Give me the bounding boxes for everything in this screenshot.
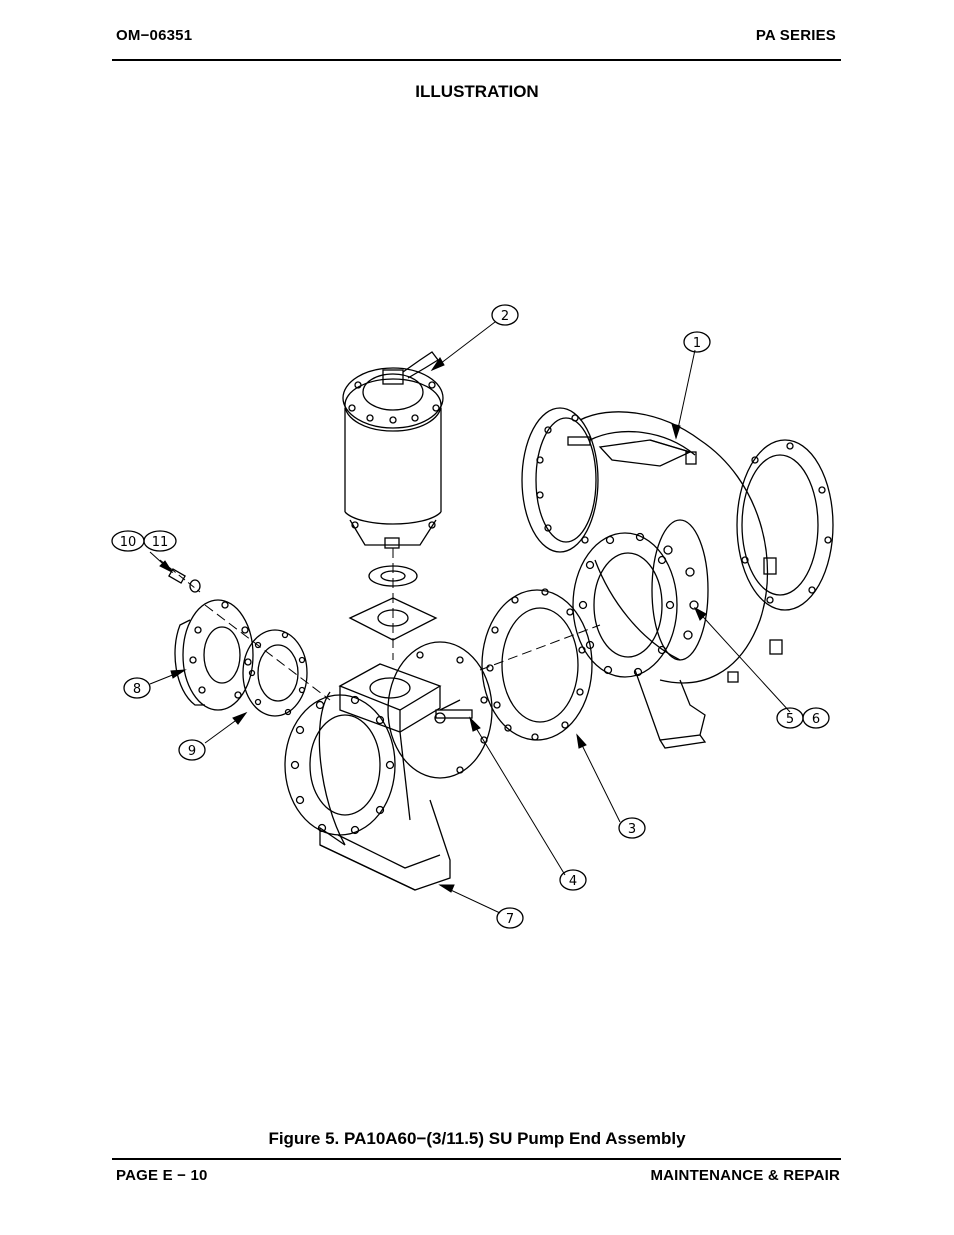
svg-text:2: 2 bbox=[501, 309, 509, 324]
suction-body bbox=[284, 641, 493, 891]
svg-text:1: 1 bbox=[693, 336, 701, 351]
callout-10: 10 bbox=[111, 530, 145, 552]
callout-1: 1 bbox=[683, 331, 711, 353]
callout-4: 4 bbox=[559, 869, 587, 891]
svg-text:3: 3 bbox=[628, 822, 636, 837]
svg-text:8: 8 bbox=[133, 682, 141, 697]
callout-11: 11 bbox=[143, 530, 177, 552]
header-rule bbox=[112, 59, 841, 61]
series-name: PA SERIES bbox=[755, 27, 836, 44]
suction-flange bbox=[174, 599, 254, 711]
section-title: ILLUSTRATION bbox=[415, 82, 539, 101]
callout-9: 9 bbox=[178, 739, 206, 761]
document-number: OM−06351 bbox=[116, 27, 193, 44]
suction-flange-gasket bbox=[242, 629, 308, 717]
flange-gasket bbox=[481, 588, 593, 741]
callout-5: 5 bbox=[776, 707, 804, 729]
pipe-plug-fittings bbox=[168, 568, 201, 593]
priming-chamber bbox=[342, 351, 444, 549]
svg-text:6: 6 bbox=[812, 712, 820, 727]
svg-text:4: 4 bbox=[569, 874, 577, 889]
svg-text:10: 10 bbox=[120, 535, 137, 550]
svg-text:5: 5 bbox=[786, 712, 794, 727]
svg-text:9: 9 bbox=[188, 744, 196, 759]
callout-8: 8 bbox=[123, 677, 151, 699]
section-name: MAINTENANCE & REPAIR bbox=[650, 1167, 840, 1184]
svg-text:11: 11 bbox=[152, 535, 169, 550]
callout-6: 6 bbox=[802, 707, 830, 729]
figure-caption: Figure 5. PA10A60−(3/11.5) SU Pump End A… bbox=[268, 1129, 686, 1148]
callout-2: 2 bbox=[491, 304, 519, 326]
pump-casing bbox=[521, 407, 834, 749]
footer-rule bbox=[112, 1158, 841, 1160]
callout-7: 7 bbox=[496, 907, 524, 929]
svg-text:7: 7 bbox=[506, 912, 514, 927]
page-number: PAGE E − 10 bbox=[116, 1167, 208, 1184]
callout-3: 3 bbox=[618, 817, 646, 839]
